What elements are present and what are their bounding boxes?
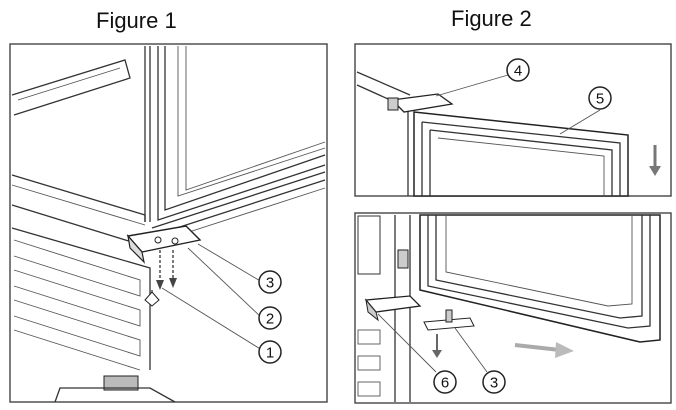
callout-fig2-6: 6	[433, 370, 457, 394]
callout-fig2-3: 3	[482, 370, 506, 394]
callout-fig1-2: 2	[258, 306, 282, 330]
svg-text:5: 5	[596, 91, 604, 108]
svg-text:6: 6	[441, 375, 449, 392]
callout-fig2-4: 4	[506, 58, 530, 82]
callout-fig1-1: 1	[258, 340, 282, 364]
figure-2-title: Figure 2	[451, 6, 532, 31]
figure-1-title: Figure 1	[96, 8, 177, 33]
svg-text:4: 4	[514, 63, 522, 80]
svg-text:1: 1	[266, 345, 274, 362]
svg-text:2: 2	[266, 311, 274, 328]
callout-fig2-5: 5	[588, 86, 612, 110]
callout-fig1-3: 3	[258, 270, 282, 294]
svg-text:3: 3	[490, 375, 498, 392]
figure-2-bottom-panel	[354, 212, 672, 404]
svg-text:3: 3	[266, 275, 274, 292]
